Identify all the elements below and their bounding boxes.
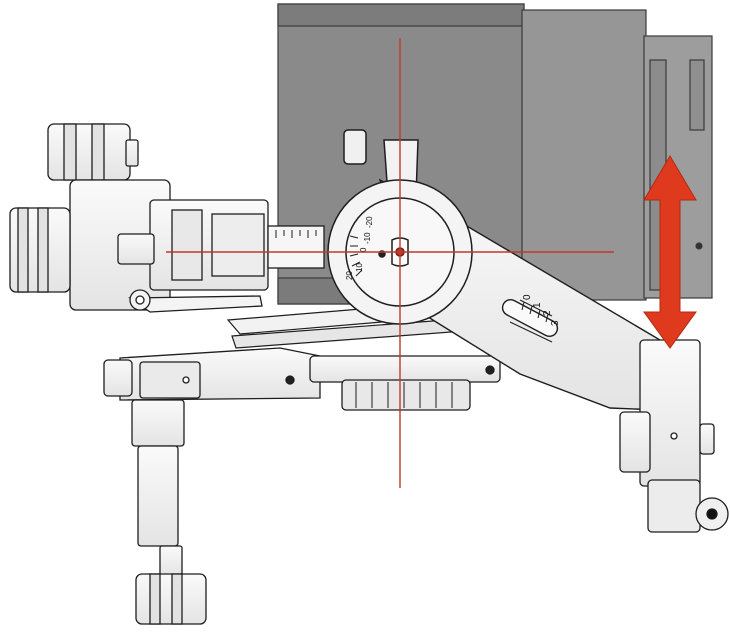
lower-arm bbox=[103, 347, 501, 625]
tilt-label-4: -20 bbox=[365, 216, 374, 228]
camera-mid-block bbox=[521, 9, 647, 301]
bottom-knob bbox=[135, 573, 207, 625]
arm-label-0: 3 bbox=[550, 320, 561, 326]
arm-slot bbox=[501, 298, 559, 338]
left-assembly bbox=[9, 123, 325, 313]
tilt-label-0: 20 bbox=[345, 271, 354, 280]
barrel-scale bbox=[267, 225, 325, 269]
double-arrow-vertical-icon bbox=[643, 155, 697, 349]
camera-right-slot bbox=[689, 59, 705, 131]
right-clamp bbox=[619, 339, 729, 533]
crosshair-icon bbox=[166, 38, 614, 488]
tilt-label-1: 10 bbox=[355, 263, 364, 272]
camera-top-strip bbox=[277, 3, 525, 27]
vertical-post bbox=[131, 399, 185, 447]
top-knob bbox=[47, 123, 131, 181]
arm-label-3: 0 bbox=[522, 294, 533, 300]
arm-label-1: 2 bbox=[542, 310, 553, 316]
tilt-scale bbox=[349, 235, 363, 277]
camera-screw bbox=[695, 242, 703, 250]
rotation-ring bbox=[309, 355, 501, 383]
arm-label-2: 1 bbox=[532, 302, 543, 308]
tilt-label-2: 0 bbox=[359, 247, 368, 252]
arm-scale bbox=[519, 299, 553, 323]
arm-scale-labels: 3 2 1 0 bbox=[522, 294, 561, 326]
tilt-label-3: -10 bbox=[363, 232, 372, 244]
arm-side-knob bbox=[103, 359, 133, 397]
tilt-scale-labels: 20 10 0 -10 -20 bbox=[345, 216, 374, 280]
